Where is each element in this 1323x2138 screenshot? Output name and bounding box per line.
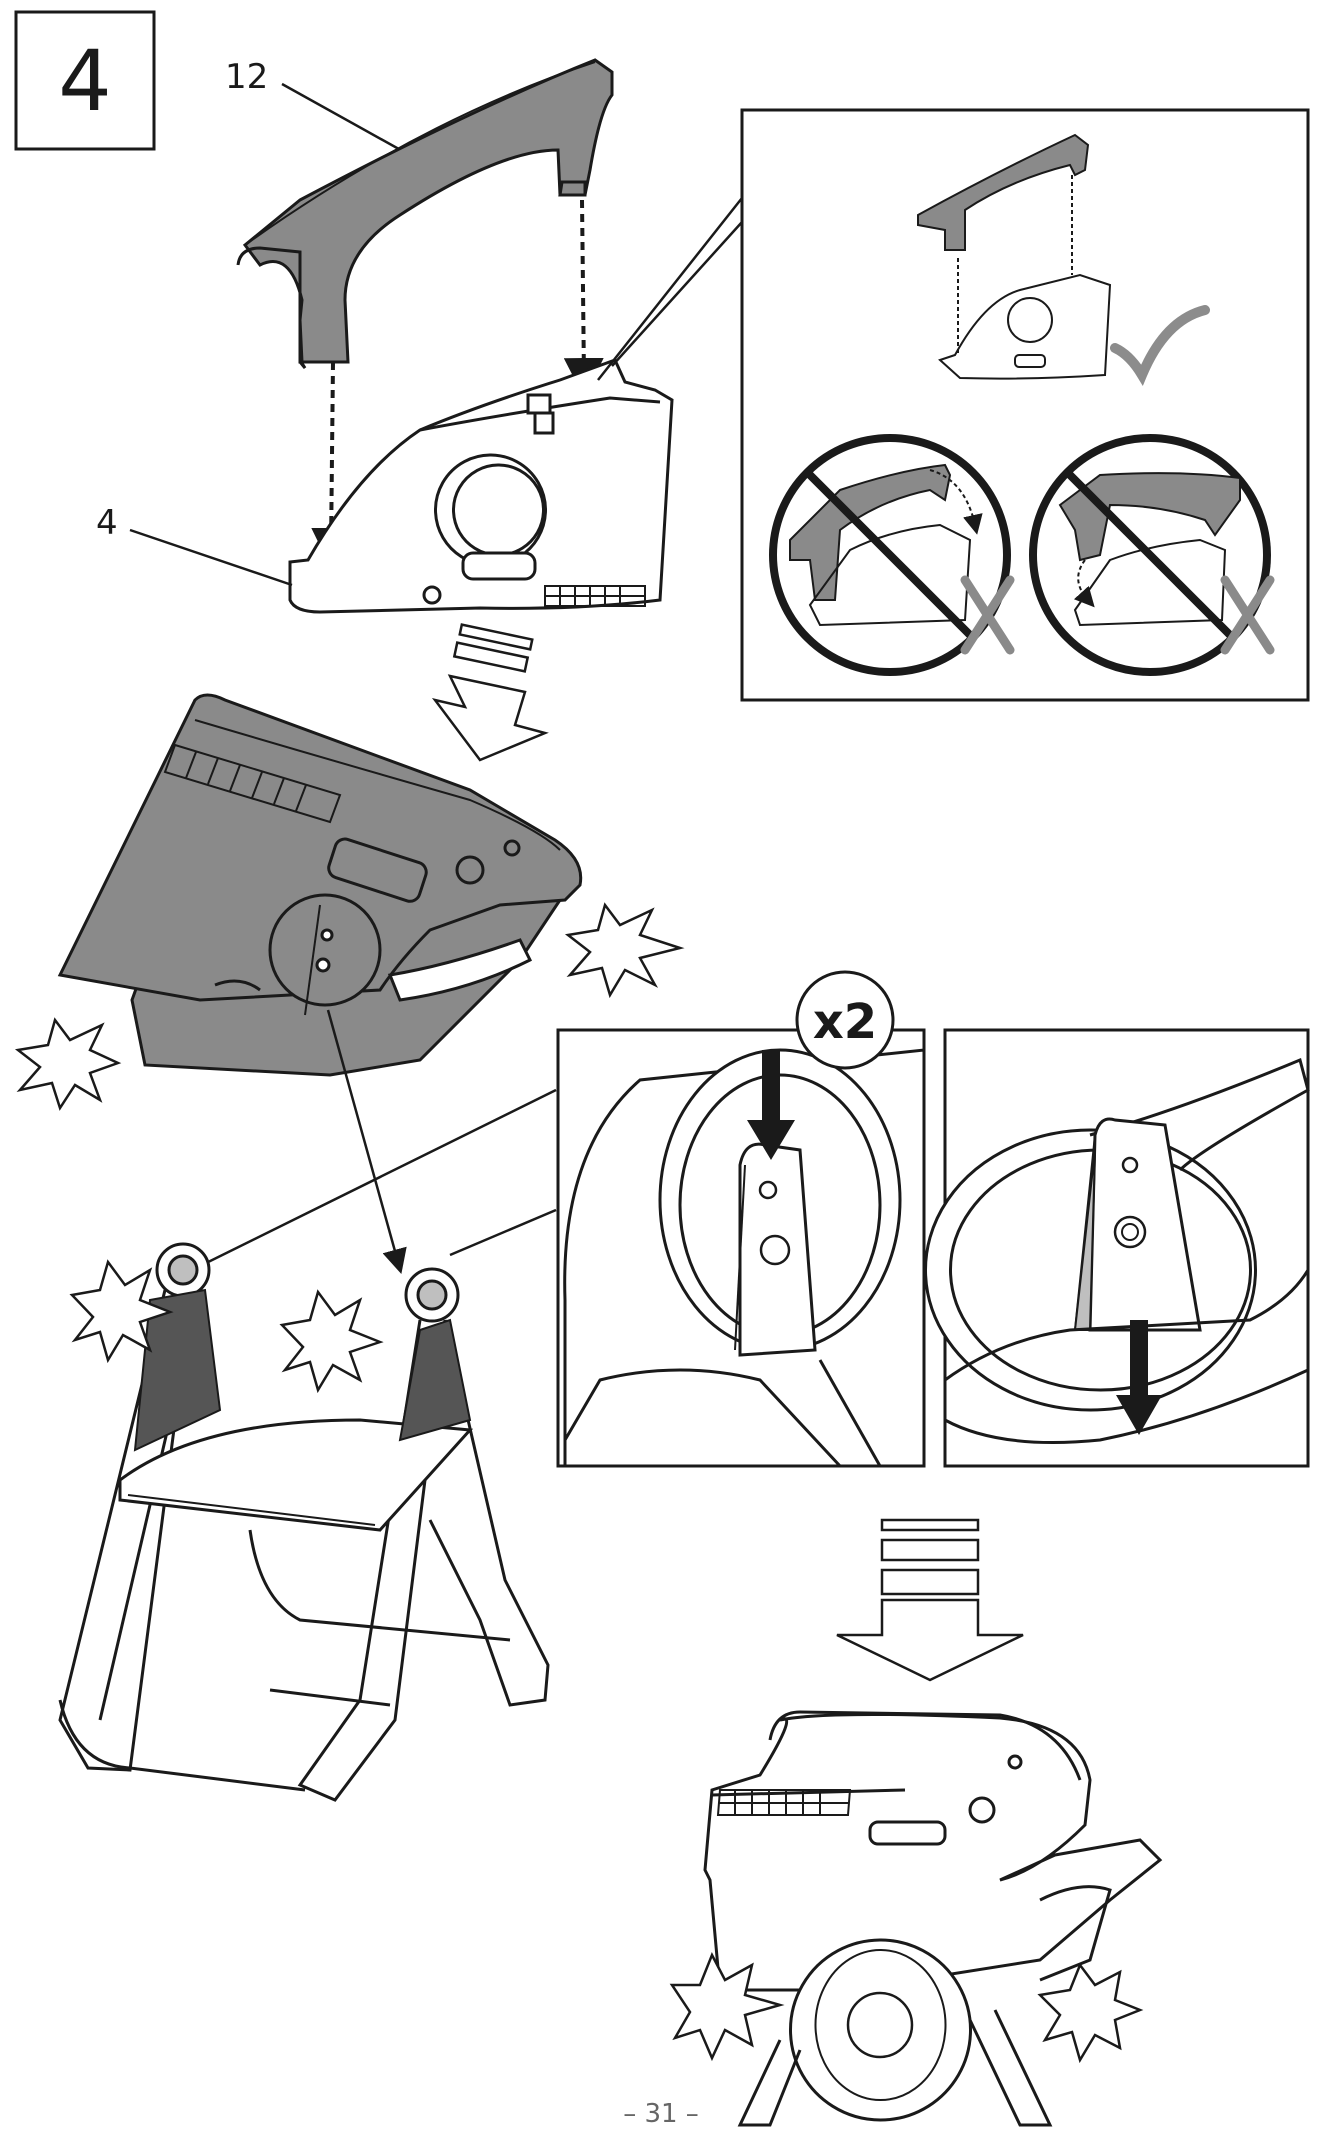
guide-arrow-rear	[311, 361, 352, 568]
incorrect-assembly-diagram-1	[769, 434, 1015, 676]
final-vent-grid	[718, 1790, 848, 1815]
step-number-box: 4	[14, 10, 156, 151]
armrest-part	[236, 58, 614, 369]
flow-arrow-1	[431, 623, 549, 762]
step-number: 4	[58, 32, 111, 130]
callout-line-upper	[597, 197, 743, 381]
incorrect-assembly-diagram-2	[1029, 434, 1275, 676]
check-icon	[1110, 305, 1210, 387]
callout-line-lower	[611, 221, 743, 367]
leader-line-armrest	[281, 82, 416, 160]
click-burst-icon	[564, 902, 685, 999]
seat-vent-grid	[545, 586, 645, 606]
detail-panel-correct-incorrect	[740, 108, 1310, 702]
pivot-alignment-arrow	[326, 1009, 407, 1275]
final-assembled-view	[703, 1710, 1163, 2127]
click-burst-icon	[669, 1952, 785, 2062]
repeat-count: x2	[813, 994, 877, 1050]
knob-detail-press	[556, 1028, 926, 1468]
part-label-armrest: 12	[225, 57, 268, 97]
frame-base-part	[58, 1242, 550, 1802]
click-burst-icon	[1037, 1962, 1144, 2064]
flow-arrow-2	[836, 1518, 1024, 1682]
page-number: – 31 –	[623, 2099, 699, 2129]
callout-line-knob-upper	[191, 1088, 557, 1272]
part-label-seat: 4	[96, 503, 118, 543]
correct-assembly-diagram	[917, 133, 1112, 380]
click-burst-icon	[69, 1259, 174, 1364]
down-arrow-icon	[747, 1050, 795, 1160]
callout-line-knob-lower	[449, 1208, 557, 1257]
repeat-badge: x2	[795, 970, 895, 1070]
assembled-seat-gray	[57, 693, 583, 1077]
cross-icon	[960, 575, 1015, 655]
click-burst-icon	[279, 1289, 384, 1394]
click-burst-icon	[14, 1017, 122, 1111]
guide-arrow-front	[563, 199, 604, 398]
frame-fabric-panel	[133, 1288, 472, 1452]
knob-detail-release	[924, 1028, 1310, 1468]
seat-shell-part	[288, 358, 674, 614]
down-arrow-icon	[1116, 1320, 1162, 1435]
cross-icon	[1220, 575, 1275, 655]
leader-line-seat	[129, 528, 293, 587]
seat-vent-grid	[163, 743, 342, 824]
